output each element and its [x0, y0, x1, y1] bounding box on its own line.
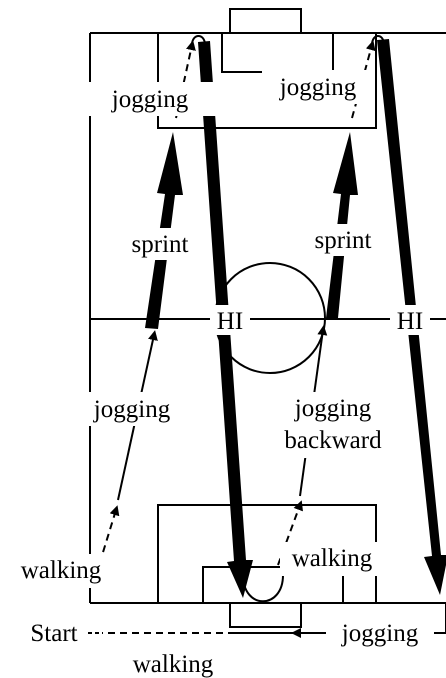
- top-penalty-area: [157, 33, 377, 129]
- bottom-goal-area: [202, 566, 344, 603]
- label-walking-bottom-right: walking: [292, 545, 373, 572]
- label-walking-bottom: walking: [133, 651, 214, 678]
- label-hi-center: HI: [217, 308, 243, 335]
- label-jogging-mid-left: jogging: [93, 396, 171, 423]
- label-jogging-top-left: jogging: [111, 86, 189, 113]
- label-jogging-backward-line2: backward: [284, 427, 382, 454]
- label-jogging-top-right: jogging: [279, 74, 357, 101]
- label-jogging-backward-line1: jogging: [294, 395, 372, 422]
- top-goal: [229, 8, 302, 34]
- label-backings: [6, 70, 434, 678]
- labels: jogging jogging sprint sprint HI HI jogg…: [21, 74, 423, 678]
- walking-path-center: [277, 500, 303, 566]
- label-sprint-right: sprint: [315, 227, 372, 254]
- label-walking-left: walking: [21, 557, 102, 584]
- label-sprint-left: sprint: [132, 231, 189, 258]
- bottom-goal: [229, 602, 302, 628]
- label-hi-right: HI: [397, 308, 423, 335]
- label-start: Start: [30, 620, 77, 647]
- bottom-turn: [242, 574, 284, 603]
- label-jogging-bottom-right: jogging: [341, 620, 419, 647]
- top-goal-area: [221, 33, 334, 73]
